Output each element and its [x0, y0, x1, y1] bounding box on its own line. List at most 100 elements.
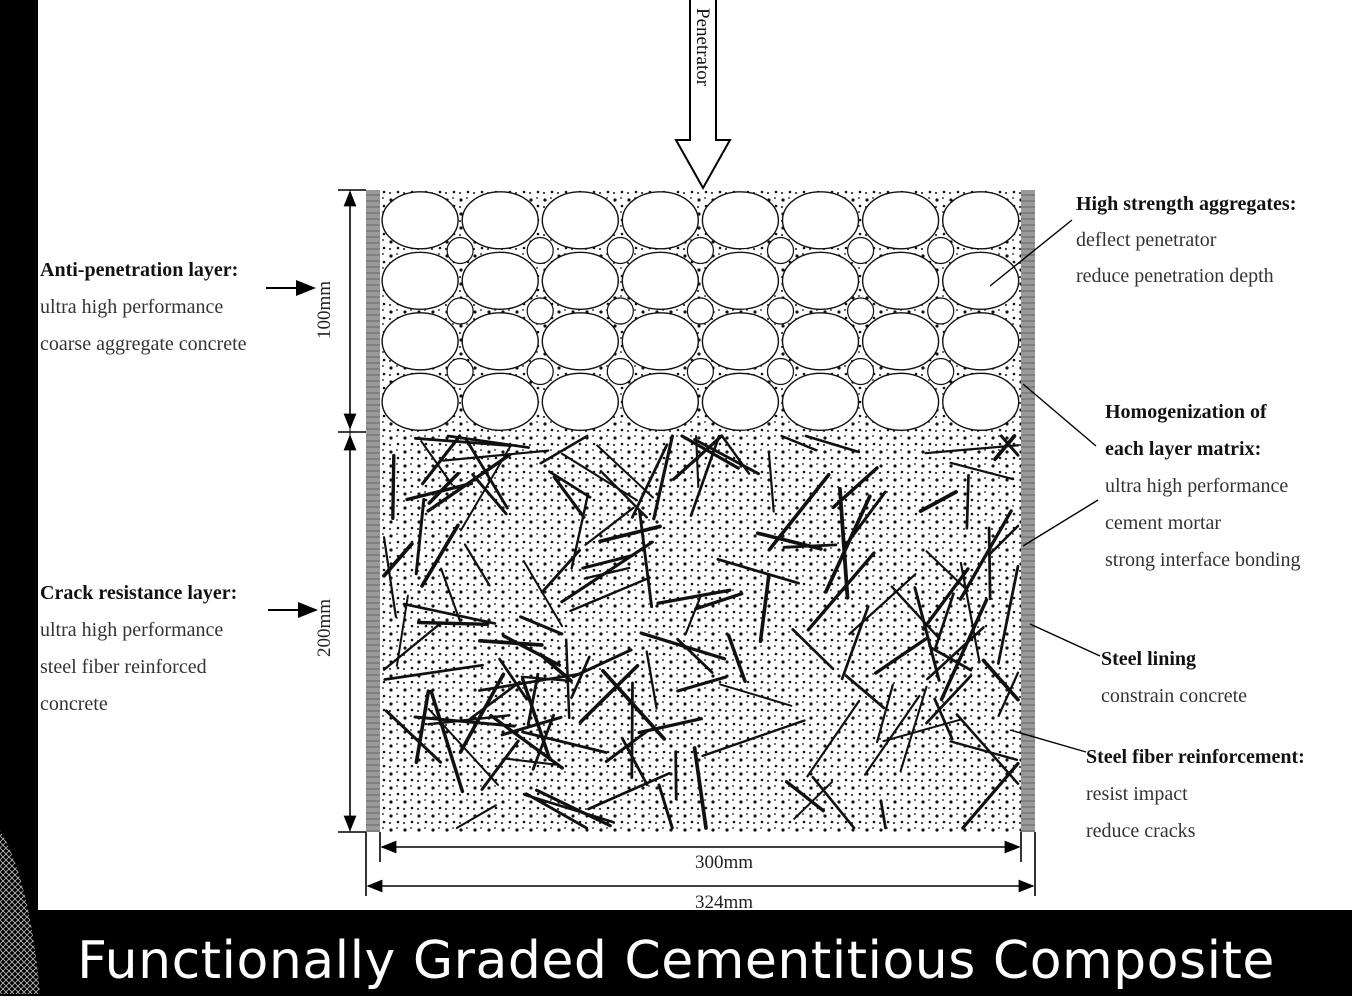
label-anti-penetration-layer: Anti-penetration layer: ultra high perfo… — [40, 252, 247, 363]
steel-fiber — [382, 542, 414, 578]
steel-fiber — [882, 718, 962, 743]
steel-fiber — [570, 492, 590, 570]
coarse-aggregate — [701, 251, 780, 310]
steel-fiber — [899, 685, 928, 773]
steel-fiber — [806, 551, 876, 632]
steel-fiber — [446, 434, 531, 449]
coarse-aggregate — [861, 312, 940, 371]
label-line: constrain concrete — [1101, 685, 1248, 707]
steel-fiber — [520, 677, 552, 761]
coarse-aggregate — [461, 251, 539, 310]
dimension-inner-width: 300mm — [695, 852, 753, 873]
coarse-aggregate — [621, 191, 699, 250]
label-crack-resistance-layer: Crack resistance layer: ultra high perfo… — [40, 575, 237, 723]
steel-fiber — [780, 434, 818, 452]
steel-fiber — [630, 443, 669, 519]
label-line: strong interface bonding — [1105, 549, 1301, 571]
steel-fiber — [793, 780, 834, 820]
right-leader-lines — [989, 219, 1101, 753]
steel-fiber — [716, 557, 800, 585]
steel-fiber — [863, 694, 921, 776]
steel-fiber — [382, 622, 442, 671]
steel-fiber — [890, 585, 941, 640]
fine-aggregate — [927, 236, 955, 265]
steel-fiber — [719, 683, 793, 707]
coarse-aggregate — [781, 372, 860, 431]
steel-fiber — [420, 440, 453, 486]
label-steel-lining: Steel lining constrain concrete — [1101, 641, 1247, 715]
steel-fiber — [569, 576, 651, 613]
label-line: cement mortar — [1105, 512, 1222, 534]
coarse-aggregate — [701, 372, 780, 431]
steel-fiber — [416, 620, 490, 626]
fine-aggregate — [927, 357, 955, 386]
steel-fiber — [519, 615, 564, 636]
steel-fiber — [844, 674, 886, 710]
fine-aggregate — [526, 357, 554, 386]
steel-fiber — [587, 771, 671, 811]
steel-fiber — [672, 434, 724, 481]
steel-fiber — [924, 444, 1020, 455]
steel-fiber — [949, 461, 1015, 481]
coarse-aggregate — [781, 251, 860, 310]
steel-fiber — [848, 573, 917, 636]
steel-fiber — [767, 472, 831, 552]
label-title: Anti-penetration layer: — [40, 259, 239, 281]
steel-fiber — [535, 788, 612, 828]
slide-title: Functionally Graded Cementitious Composi… — [77, 931, 1275, 991]
label-line: concrete — [40, 693, 108, 715]
steel-fiber — [824, 494, 872, 594]
coarse-aggregate — [541, 312, 619, 371]
fine-aggregate — [526, 297, 554, 325]
coarse-aggregate — [861, 191, 940, 250]
label-title: Steel lining — [1101, 648, 1197, 670]
fine-aggregate — [766, 297, 795, 325]
coarse-aggregate — [541, 251, 619, 310]
steel-fiber — [383, 663, 484, 681]
steel-fiber — [578, 663, 640, 725]
steel-fiber — [701, 719, 806, 758]
steel-fiber — [402, 602, 497, 625]
dimension-bottom-height: 200mm — [314, 599, 335, 657]
steel-fiber — [933, 697, 954, 741]
steel-fiber — [548, 470, 592, 499]
dimension-lines — [338, 189, 1036, 896]
coarse-aggregate — [621, 372, 699, 431]
coarse-aggregate — [461, 191, 539, 250]
steel-fiber — [414, 498, 426, 576]
left-label-arrows — [266, 280, 318, 618]
coarse-aggregate — [541, 191, 619, 250]
steel-fiber — [840, 605, 870, 681]
steel-fiber — [637, 717, 703, 735]
steel-fiber — [382, 536, 397, 618]
label-title: Steel fiber reinforcement: — [1086, 746, 1305, 768]
coarse-aggregate — [701, 191, 780, 250]
steel-fiber — [639, 631, 727, 661]
steel-fiber — [656, 588, 732, 605]
steel-fiber — [939, 598, 989, 702]
coarse-aggregate — [942, 312, 1020, 371]
label-line: steel fiber reinforced — [40, 656, 207, 678]
steel-fiber — [981, 658, 1020, 702]
fine-aggregate — [606, 297, 634, 325]
steel-fiber — [464, 436, 509, 510]
steel-fiber — [478, 638, 544, 647]
label-homogenization: Homogenization of each layer matrix: ult… — [1105, 394, 1301, 579]
fine-aggregate — [686, 297, 715, 325]
label-title: Crack resistance layer: — [40, 582, 238, 604]
steel-fiber — [480, 739, 520, 791]
steel-fiber — [395, 594, 409, 667]
steel-fiber — [873, 637, 928, 675]
steel-fiber — [804, 434, 861, 454]
label-line: reduce cracks — [1086, 820, 1196, 842]
steel-fiber — [561, 452, 639, 502]
steel-fiber — [599, 470, 648, 519]
lace-decoration — [0, 830, 40, 994]
fine-aggregate — [766, 236, 795, 265]
fine-aggregate — [927, 297, 955, 325]
anti-penetration-layer-graphic — [380, 190, 1021, 432]
steel-fiber — [925, 550, 969, 592]
steel-fiber — [459, 445, 512, 532]
steel-fiber — [539, 434, 589, 465]
steel-fiber — [680, 434, 740, 470]
